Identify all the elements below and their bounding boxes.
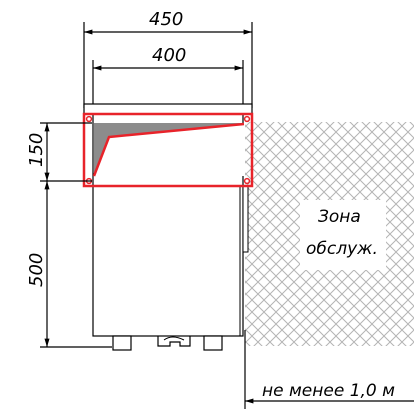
drain-fitting: [157, 336, 191, 347]
dimension-text-400: 400: [152, 45, 186, 66]
top-panel: [83, 103, 253, 115]
dimension-text-150: 150: [26, 133, 47, 167]
highlight-rectangle: [82, 112, 254, 188]
sloped-panel-white: [94, 124, 244, 176]
equipment-unit: [83, 103, 253, 351]
dimension-text-500: 500: [26, 253, 47, 287]
service-zone-text-mask: [300, 200, 386, 270]
clearance-note: не менее 1,0 м: [262, 381, 395, 401]
frame-corner-marker: [243, 115, 251, 123]
service-zone-label-line1: Зона: [318, 207, 361, 227]
foot-left: [112, 335, 132, 351]
dimension-body-width: 400: [92, 45, 244, 108]
frame-corner-marker: [85, 115, 93, 123]
dimension-clearance: не менее 1,0 м: [244, 330, 414, 409]
sloped-panel-fill: [94, 123, 244, 175]
service-zone: Зона обслуж.: [245, 122, 414, 346]
service-zone-label-line2: обслуж.: [306, 239, 378, 259]
drain-fitting-detail: [163, 336, 185, 341]
highlight-slope-line: [92, 122, 245, 177]
dimension-base-height: 500: [26, 181, 112, 348]
frame-corner-marker: [243, 177, 251, 185]
dimension-box-height: 150: [26, 122, 92, 182]
foot-right: [203, 335, 223, 351]
dimension-text-450: 450: [149, 9, 183, 30]
side-bracket: [242, 185, 249, 253]
dimension-overall-width: 450: [83, 9, 253, 108]
